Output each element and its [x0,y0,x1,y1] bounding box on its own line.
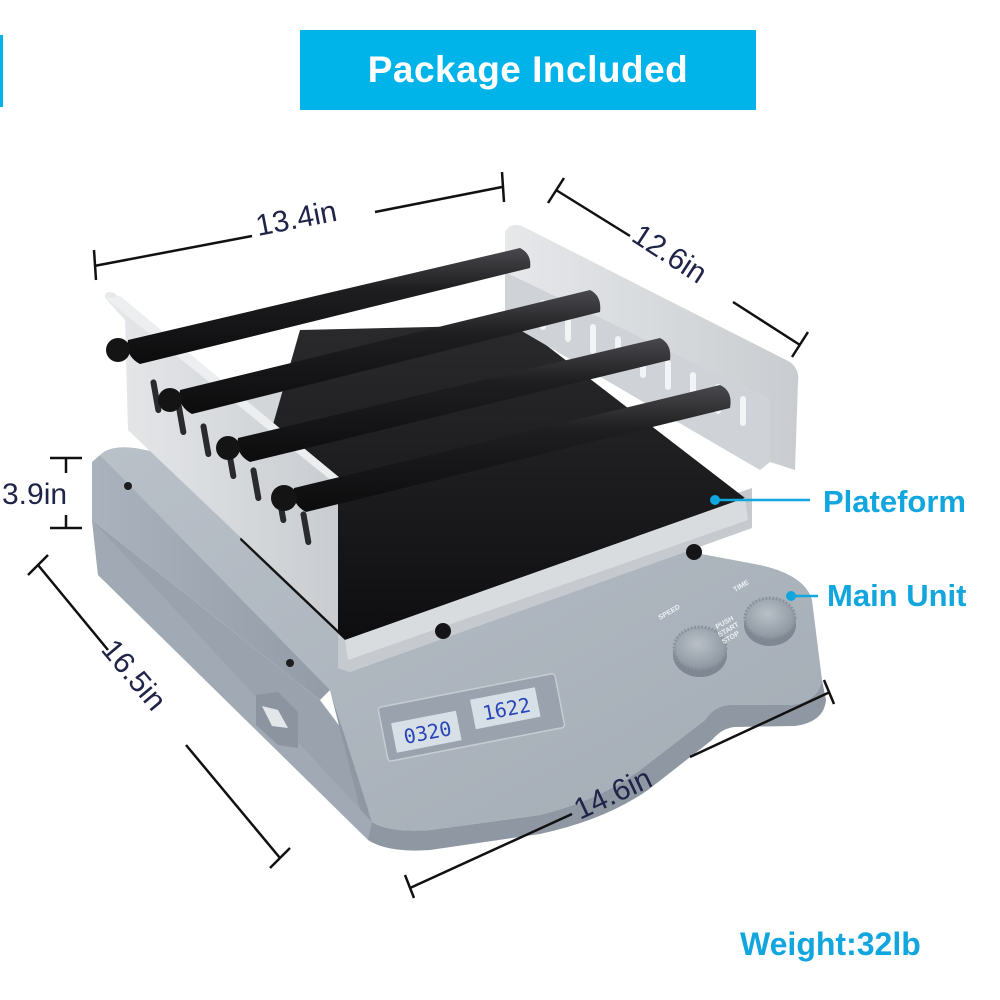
screw-icon [124,482,132,490]
roller-knob-icon[interactable] [271,485,297,511]
banner-title: Package Included [367,49,689,90]
package-included-banner: Package Included [300,30,756,110]
main-unit-callout: Main Unit [786,578,967,613]
roller-knob-icon[interactable] [106,338,130,362]
dimension-lines [27,171,836,899]
roller-knob-icon[interactable] [158,388,182,412]
platform [104,224,799,672]
time-knob[interactable] [743,596,797,646]
roller-knob-icon[interactable] [216,436,240,460]
platform-label: Plateform [823,484,966,519]
roller [158,290,601,414]
screw-icon [286,659,294,667]
roller [271,385,731,512]
power-switch[interactable] [256,692,298,748]
platform-lock-knob[interactable] [435,623,451,639]
platform-lock-knob[interactable] [686,544,702,560]
dimension-height: 3.9in [2,478,67,511]
left-edge-accent-bar [0,35,3,107]
lcd-time-display [470,687,541,730]
main-unit-label: Main Unit [827,578,967,613]
speed-knob[interactable] [672,625,728,677]
dimension-width-top: 13.4in [253,195,340,243]
dimension-depth-base: 16.5in [95,633,173,717]
lcd-speed-display [391,710,462,753]
roller [106,248,531,364]
lcd-panel: 0320 1622 [377,672,566,762]
dimension-depth-top: 12.6in [626,218,713,290]
platform-callout: Plateform [710,484,966,519]
roller [216,338,671,462]
weight-label: Weight:32lb [740,926,921,962]
